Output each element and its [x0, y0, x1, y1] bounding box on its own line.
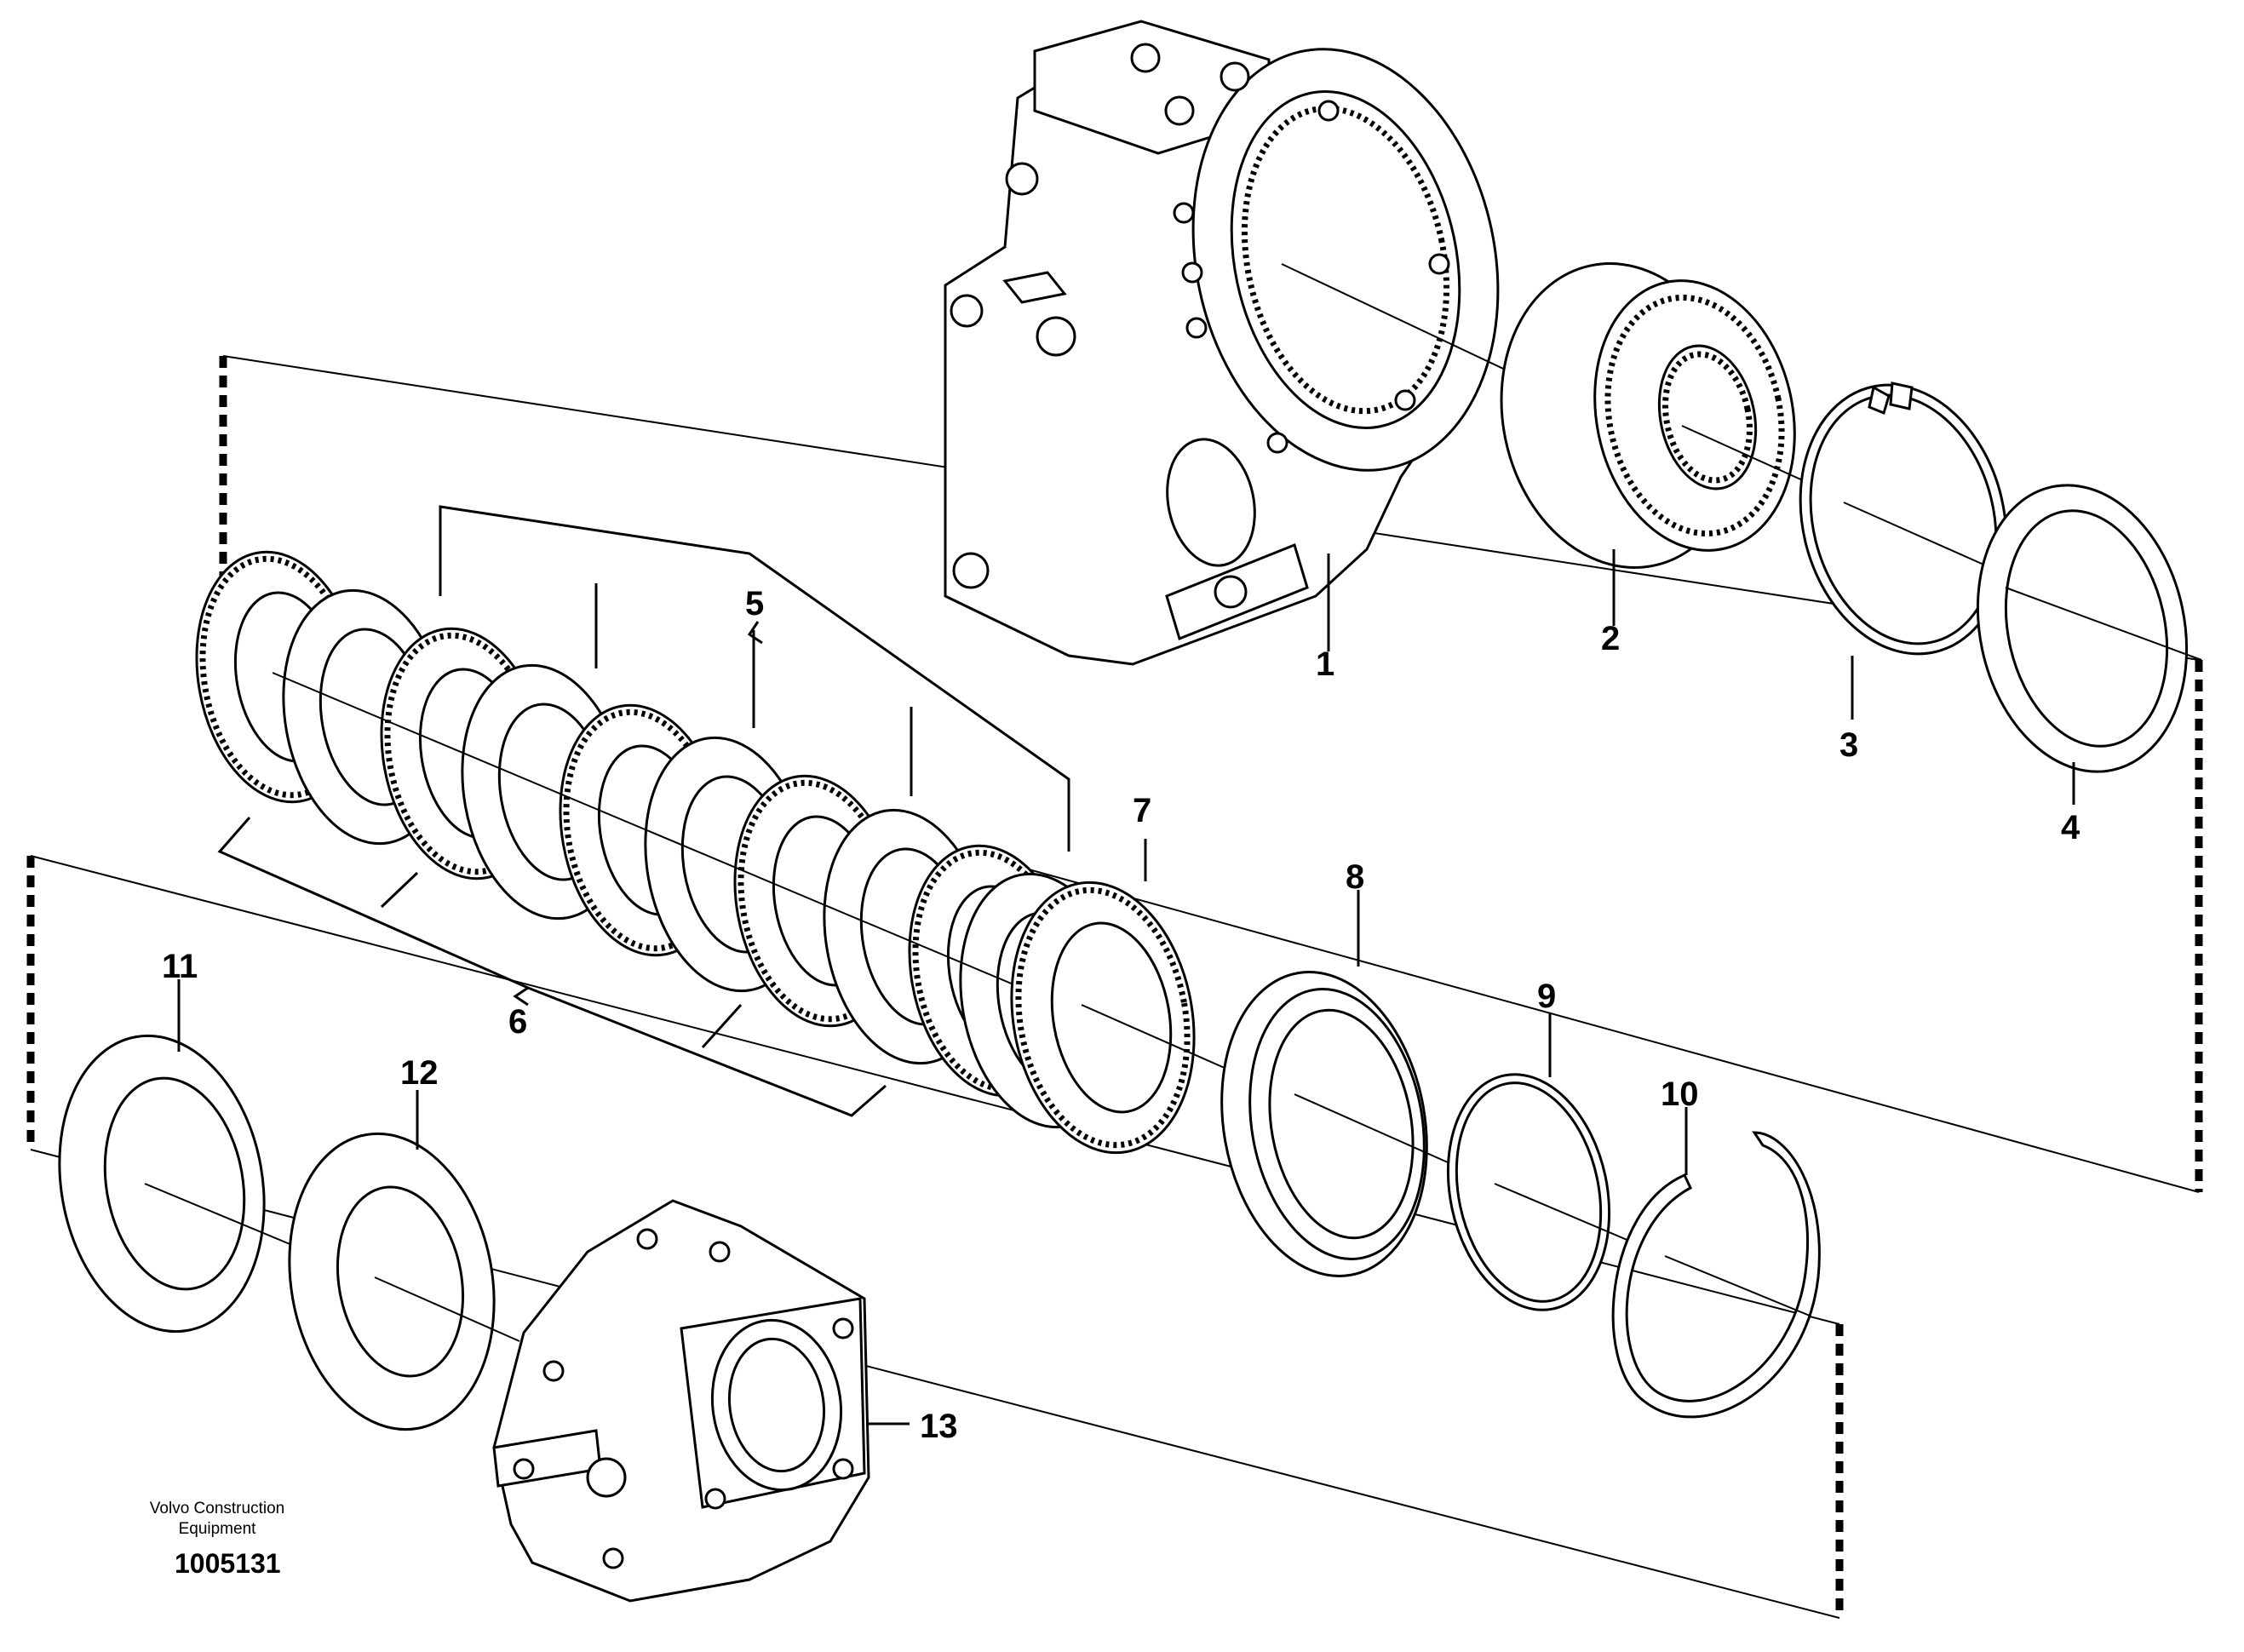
- credit-block: Volvo Construction Equipment 1005131: [150, 1500, 284, 1579]
- callout-labels: 1 2 3 4 5 6 7 8 9 10 11 12 13: [162, 585, 2080, 1445]
- callout-5: 5: [745, 585, 764, 622]
- part-3-circlip: [1799, 381, 2008, 656]
- callout-2: 2: [1601, 620, 1620, 657]
- credit-line-2: Equipment: [179, 1520, 257, 1538]
- part-13-cover: [492, 1199, 870, 1603]
- callout-9: 9: [1537, 978, 1556, 1015]
- disc-pack: [195, 505, 1128, 1129]
- callout-11: 11: [162, 948, 198, 985]
- callout-7: 7: [1133, 792, 1151, 829]
- callout-4: 4: [2061, 809, 2080, 846]
- callout-13: 13: [920, 1408, 958, 1445]
- drawing-number: 1005131: [175, 1548, 281, 1579]
- part-10-snap-ring: [1611, 1131, 1821, 1419]
- callout-1: 1: [1316, 645, 1334, 683]
- part-4-washer: [1976, 484, 2202, 773]
- leader-lines: [177, 549, 2075, 1425]
- part-11-washer: [58, 1034, 299, 1334]
- callout-12: 12: [400, 1054, 439, 1092]
- callout-10: 10: [1661, 1076, 1699, 1113]
- part-2-gear-hub: [1500, 262, 1815, 569]
- part-12-bearing: [288, 1132, 520, 1431]
- credit-line-1: Volvo Construction: [150, 1500, 284, 1517]
- part-7-disc: [1010, 880, 1227, 1155]
- callout-3: 3: [1839, 726, 1858, 764]
- part-8-seal: [1220, 971, 1449, 1277]
- callout-8: 8: [1346, 858, 1364, 896]
- bracket-5: [439, 505, 1070, 852]
- part-9-ring: [1446, 1073, 1636, 1311]
- part-1-housing: [944, 20, 1517, 666]
- callout-6: 6: [508, 1003, 527, 1041]
